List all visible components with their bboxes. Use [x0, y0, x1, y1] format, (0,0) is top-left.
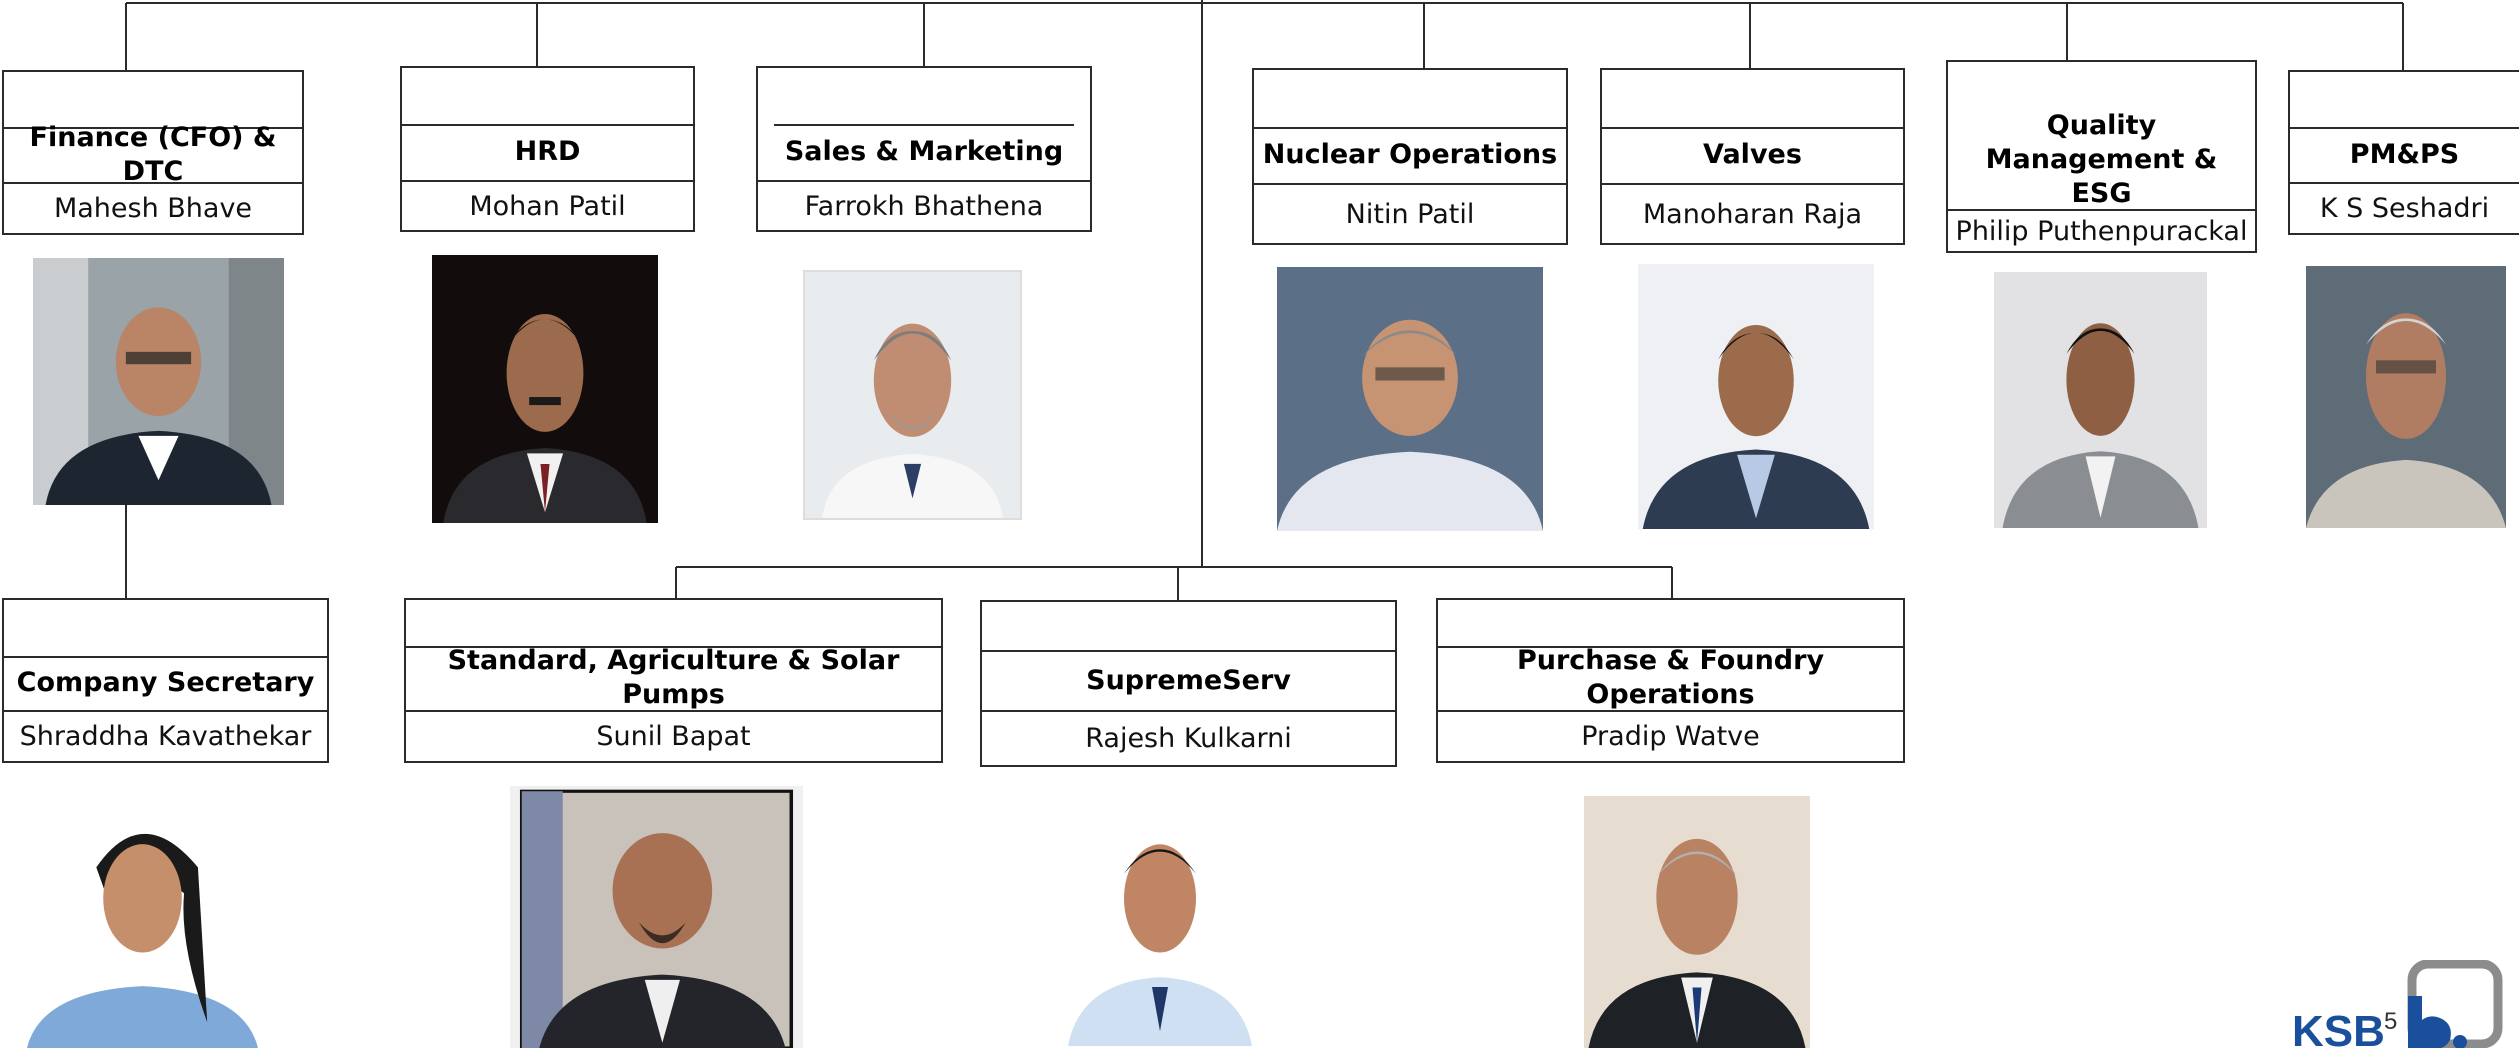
portrait-photo-company-secretary [27, 790, 258, 1048]
ksb-logo: KSB [2290, 959, 2519, 1053]
org-box-supremeserv: SupremeServ Rajesh Kulkarni [980, 600, 1397, 767]
person-name: Mahesh Bhave [53, 193, 253, 224]
portrait-photo-supremeserv [1060, 800, 1260, 1046]
org-box-quality-management: Quality Management & ESG Philip Puthenpu… [1946, 60, 2257, 253]
org-box-sales-marketing: Sales & Marketing Farrokh Bhathena [756, 66, 1092, 232]
page-number: 5 [2384, 1008, 2398, 1035]
org-box-pmps: PM&PS K S Seshadri [2288, 70, 2519, 235]
role-title: Valves [1703, 139, 1802, 170]
person-name: Mohan Patil [469, 190, 626, 222]
role-title: Nuclear Operations [1262, 139, 1558, 170]
role-title: Quality Management & ESG [1985, 110, 2218, 209]
org-box-purchase-foundry: Purchase & Foundry Operations Pradip Wat… [1436, 598, 1905, 763]
ksb-logo-text: KSB [2292, 1007, 2385, 1048]
portrait-photo-valves [1638, 264, 1874, 529]
portrait-photo-pmps [2306, 266, 2506, 528]
person-name: Nitin Patil [1345, 198, 1475, 230]
portrait-photo-quality-management [1994, 272, 2207, 528]
org-box-company-secretary: Company Secretary Shraddha Kavathekar [2, 598, 329, 763]
role-title: Standard, Agriculture & Solar Pumps [447, 645, 900, 710]
person-name: Philip Puthenpurackal [1955, 215, 2248, 247]
role-title: Company Secretary [16, 667, 315, 698]
role-title: SupremeServ [1086, 665, 1291, 696]
person-name: Shraddha Kavathekar [19, 721, 312, 752]
person-name: Pradip Watve [1581, 721, 1760, 752]
person-name: Rajesh Kulkarni [1085, 723, 1292, 754]
role-title: Finance (CFO) & DTC [29, 121, 277, 187]
portrait-photo-hrd [432, 255, 658, 523]
portrait-photo-standard-agri-solar-pumps [510, 786, 803, 1048]
person-name: Manoharan Raja [1642, 198, 1863, 230]
role-title: PM&PS [2349, 138, 2460, 170]
role-title: Purchase & Foundry Operations [1516, 645, 1825, 710]
portrait-photo-nuclear-operations [1277, 267, 1543, 531]
person-name: Sunil Bapat [596, 721, 751, 752]
org-box-standard-agri-solar-pumps: Standard, Agriculture & Solar Pumps Suni… [404, 598, 943, 763]
portrait-photo-finance [33, 258, 284, 505]
org-box-finance: Finance (CFO) & DTC Mahesh Bhave [2, 70, 304, 235]
person-name: Farrokh Bhathena [804, 190, 1044, 222]
portrait-photo-sales-marketing [803, 270, 1022, 520]
role-title: Sales & Marketing [784, 136, 1064, 167]
portrait-photo-purchase-foundry [1584, 796, 1810, 1048]
role-title: HRD [514, 136, 581, 167]
org-box-hrd: HRD Mohan Patil [400, 66, 695, 232]
org-box-valves: Valves Manoharan Raja [1600, 68, 1905, 245]
org-box-nuclear-operations: Nuclear Operations Nitin Patil [1252, 68, 1568, 245]
person-name: K S Seshadri [2319, 193, 2490, 224]
